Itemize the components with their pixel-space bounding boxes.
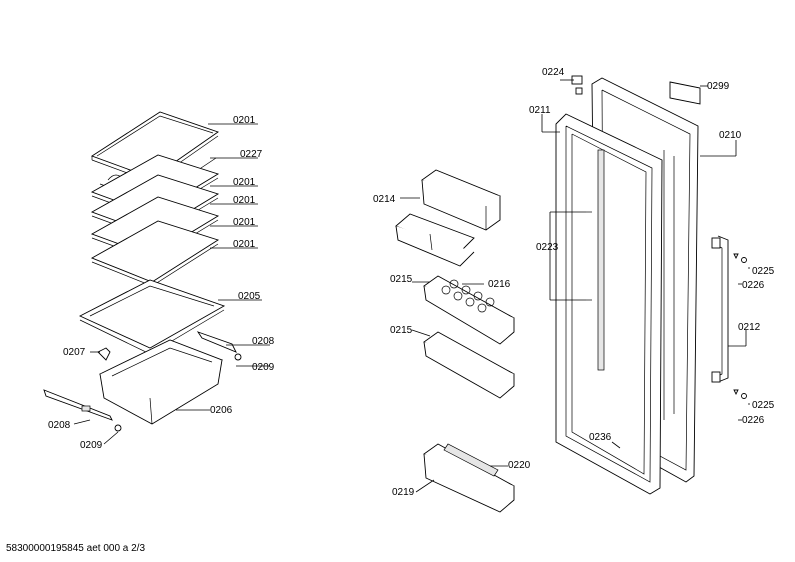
label-0236: 0236	[589, 432, 612, 443]
label-0209a: 0209	[252, 362, 275, 373]
hinge-cap	[571, 75, 583, 95]
label-0201d: 0201	[233, 217, 256, 228]
label-0219: 0219	[392, 487, 415, 498]
label-0223: 0223	[536, 242, 559, 253]
label-0220: 0220	[508, 460, 531, 471]
drawer-cover-plate	[78, 279, 226, 355]
egg-tray-shelf	[423, 275, 515, 345]
label-0208a: 0208	[252, 336, 275, 347]
door-shelf-bottom	[423, 443, 515, 513]
door-handle	[711, 235, 729, 383]
label-0209b: 0209	[80, 440, 103, 451]
label-0211: 0211	[529, 105, 551, 116]
label-0225a: 0225	[752, 266, 775, 277]
door-shelf-middle	[423, 331, 515, 399]
label-0201a: 0201	[233, 115, 256, 126]
rail-left	[43, 389, 122, 432]
label-0224: 0224	[542, 67, 565, 78]
butter-compartment	[395, 169, 501, 267]
label-0225b: 0225	[752, 400, 775, 411]
label-0226a: 0226	[742, 280, 765, 291]
label-0214: 0214	[373, 194, 396, 205]
label-0201c: 0201	[233, 195, 256, 206]
screws	[733, 253, 747, 399]
label-0227: 0227	[240, 149, 263, 160]
label-0201e: 0201	[233, 239, 256, 250]
label-0207: 0207	[63, 347, 86, 358]
label-plate	[669, 81, 701, 105]
label-0215b: 0215	[390, 325, 413, 336]
label-0210: 0210	[719, 130, 742, 141]
label-0212: 0212	[738, 322, 761, 333]
door-gasket	[555, 113, 663, 495]
crisper-drawer	[98, 339, 224, 425]
label-0299: 0299	[707, 81, 730, 92]
label-0226b: 0226	[742, 415, 765, 426]
rail-right	[196, 331, 242, 361]
clip-0207	[97, 347, 111, 361]
label-0206: 0206	[210, 405, 233, 416]
label-0208b: 0208	[48, 420, 71, 431]
document-reference: 58300000195845 aet 000 a 2/3	[6, 543, 146, 554]
label-0201b: 0201	[233, 177, 256, 188]
label-0215a: 0215	[390, 274, 413, 285]
label-0205: 0205	[238, 291, 261, 302]
label-0216: 0216	[488, 279, 511, 290]
